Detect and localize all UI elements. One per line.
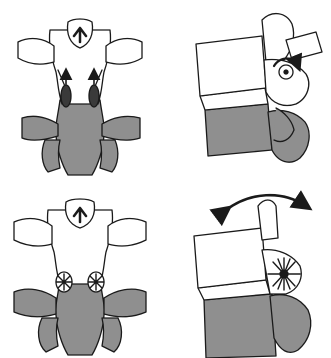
panel-top-left-posterior-view [18,19,142,175]
lower-vertebra-lateral-dark-2 [204,294,311,358]
left-facet-impingement [56,272,72,292]
lower-vertebra-lateral-dark [205,104,309,162]
upper-vertebra-lateral-light-2 [194,200,301,294]
left-facet-capsule [61,85,71,107]
lower-vertebra-dark [22,100,140,175]
panel-bottom-left-posterior-view [14,199,146,355]
panel-top-right-lateral-view [196,14,322,163]
right-facet-impingement [88,272,104,292]
panel-bottom-right-lateral-view [194,195,311,358]
right-facet-capsule [89,85,99,107]
lateral-facet-impingement [268,258,300,290]
lower-vertebra-dark-2 [14,280,146,355]
